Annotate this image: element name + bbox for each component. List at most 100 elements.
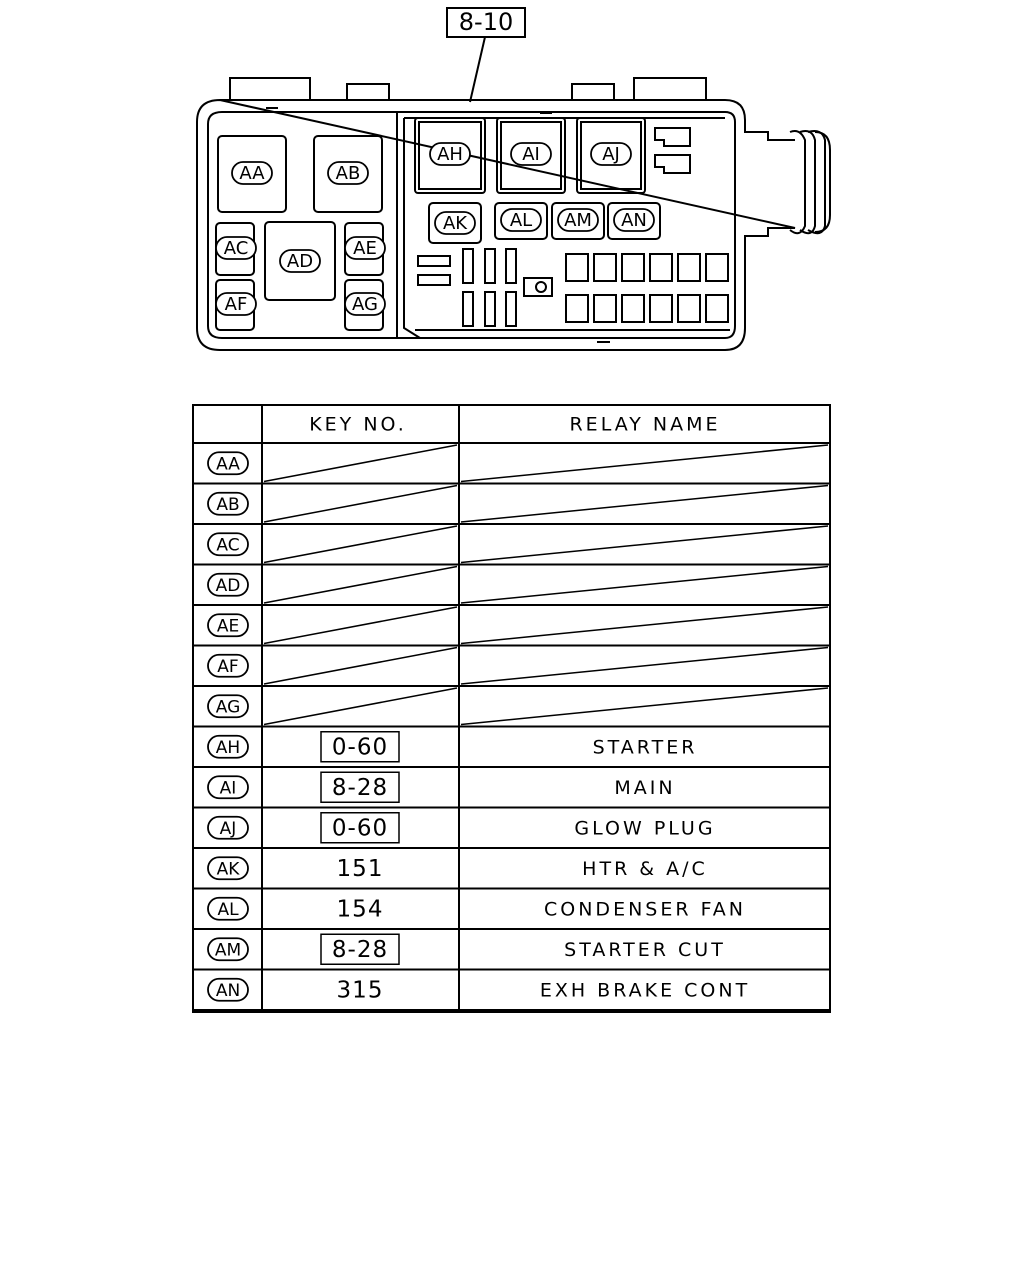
callout-ae: AE	[344, 236, 386, 260]
callout-an: AN	[613, 208, 655, 232]
table-row: AM 8-28 STARTER CUT	[193, 933, 830, 971]
row-code-oval	[207, 937, 249, 962]
relay-name-cell: GLOW PLUG	[574, 817, 715, 839]
table-row: AG	[193, 687, 830, 728]
callout-ak: AK	[434, 211, 476, 235]
callout-ae-text: AE	[353, 238, 377, 259]
row-code: AH	[216, 738, 240, 758]
header-key-no: KEY NO.	[309, 414, 407, 436]
table-row: AE	[193, 606, 830, 647]
row-code-oval	[207, 734, 249, 759]
relay-name-cell: HTR & A/C	[582, 858, 708, 880]
callout-ai: AI	[510, 142, 552, 166]
key-no-cell: 0-60	[332, 734, 388, 760]
row-code-oval	[207, 775, 249, 800]
row-code: AJ	[220, 819, 237, 839]
callout-al-text: AL	[510, 210, 532, 231]
key-no-cell: 154	[337, 896, 384, 922]
callout-aj-text: AJ	[602, 144, 620, 165]
callout-an-text: AN	[621, 210, 647, 231]
callout-ab-text: AB	[336, 163, 361, 184]
row-code-oval	[207, 856, 249, 881]
empty-slash-name	[460, 606, 829, 645]
key-no-box	[320, 812, 400, 844]
row-code: AE	[217, 616, 239, 636]
row-code-oval	[207, 896, 249, 921]
key-no-cell: 8-28	[332, 937, 388, 963]
empty-slash-key	[263, 525, 458, 564]
row-code-oval	[207, 653, 249, 678]
right-section-relays	[414, 117, 691, 244]
empty-slash-key	[263, 484, 458, 523]
row-code: AK	[217, 859, 241, 879]
callout-ab: AB	[327, 161, 369, 185]
callout-am: AM	[557, 208, 599, 232]
callout-al: AL	[500, 208, 542, 232]
callout-aj: AJ	[590, 142, 632, 166]
row-code-oval	[207, 572, 249, 597]
row-code: AA	[216, 454, 240, 474]
row-code: AF	[217, 657, 238, 677]
key-no-cell: 0-60	[332, 815, 388, 841]
key-no-box	[320, 731, 400, 763]
key-no-cell: 315	[337, 977, 384, 1003]
callout-af: AF	[215, 292, 257, 316]
diagram-callouts: AA AB AC AD AE AF AG AH AI AJ AK AL AM A…	[215, 142, 655, 316]
table-row: AD	[193, 565, 830, 606]
empty-slash-key	[263, 687, 458, 726]
table-row: AK 151 HTR & A/C	[193, 856, 830, 890]
table-row: AH 0-60 STARTER	[193, 731, 830, 768]
fuse-area	[417, 248, 729, 327]
reference-tag-text: 8-10	[459, 8, 513, 36]
key-no-cell: 151	[337, 856, 384, 882]
reference-tag: 8-10	[446, 7, 526, 103]
callout-ad-text: AD	[287, 251, 313, 272]
table-row: AC	[193, 525, 830, 566]
callout-aa-text: AA	[239, 163, 265, 184]
row-code-oval	[207, 451, 249, 476]
callout-ag-text: AG	[352, 294, 378, 315]
key-no-cell: 8-28	[332, 775, 388, 801]
row-code-oval	[207, 613, 249, 638]
row-code: AD	[216, 576, 241, 596]
row-code: AB	[216, 495, 239, 515]
callout-ak-text: AK	[443, 213, 468, 234]
empty-slash-name	[460, 444, 829, 483]
relay-name-cell: EXH BRAKE CONT	[540, 979, 750, 1001]
header-relay-name: RELAY NAME	[569, 414, 720, 436]
empty-slash-name	[460, 525, 829, 564]
row-code: AM	[215, 940, 241, 960]
callout-ai-text: AI	[522, 144, 540, 165]
callout-ad: AD	[279, 249, 321, 273]
empty-slash-key	[263, 565, 458, 604]
callout-ah: AH	[429, 142, 471, 166]
row-code-oval	[207, 491, 249, 516]
key-no-box	[320, 771, 400, 803]
relay-name-cell: STARTER	[593, 736, 698, 758]
table-row: AN 315 EXH BRAKE CONT	[193, 977, 830, 1011]
relay-box-housing	[196, 77, 831, 351]
callout-ag: AG	[344, 292, 386, 316]
relay-name-cell: CONDENSER FAN	[544, 898, 746, 920]
row-code-oval	[207, 977, 249, 1002]
relay-name-cell: STARTER CUT	[564, 939, 726, 961]
callout-ah-text: AH	[437, 144, 463, 165]
row-code: AN	[216, 981, 240, 1001]
table-row: AB	[193, 484, 830, 525]
empty-slash-key	[263, 606, 458, 645]
key-no-box	[320, 933, 400, 965]
row-code: AC	[216, 535, 239, 555]
empty-slash-name	[460, 484, 829, 523]
empty-slash-name	[460, 646, 829, 685]
row-code-oval	[207, 815, 249, 840]
table-row: AA	[193, 444, 830, 485]
empty-slash-key	[263, 444, 458, 483]
empty-slash-name	[460, 565, 829, 604]
callout-aa: AA	[231, 161, 273, 185]
row-code: AG	[216, 697, 241, 717]
row-code-oval	[207, 532, 249, 557]
row-code: AI	[220, 778, 237, 798]
